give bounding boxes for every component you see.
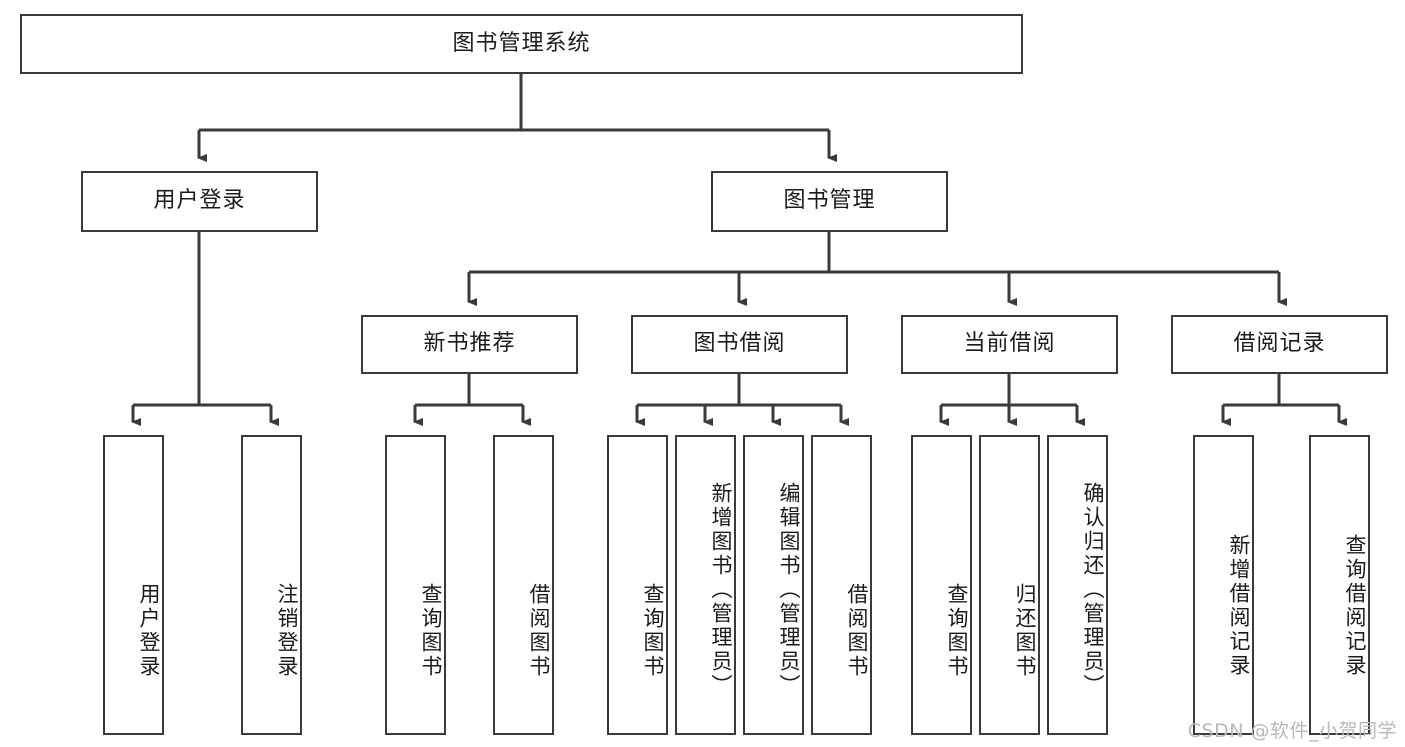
node-leaf-add-book-label: 新增图书（管理员） [709,482,733,698]
node-borrow-record[interactable]: 借阅记录 [1171,315,1388,374]
node-new-book-recommend-label: 新书推荐 [423,331,516,357]
node-leaf-add-borrow-record[interactable]: 新增借阅记录 [1193,435,1254,735]
node-leaf-user-login-label: 用户登录 [137,583,161,679]
node-user-login[interactable]: 用户登录 [81,171,318,232]
node-leaf-return-book-label: 归还图书 [1013,583,1037,679]
node-new-book-recommend[interactable]: 新书推荐 [361,315,578,374]
node-book-borrow[interactable]: 图书借阅 [631,315,848,374]
node-leaf-logout-login[interactable]: 注销登录 [241,435,302,735]
node-leaf-query-book-1[interactable]: 查询图书 [385,435,446,735]
node-leaf-query-borrow-record[interactable]: 查询借阅记录 [1309,435,1370,735]
node-borrow-record-label: 借阅记录 [1233,331,1326,357]
node-leaf-query-borrow-record-label: 查询借阅记录 [1343,534,1367,678]
node-leaf-query-book-2-label: 查询图书 [641,583,665,679]
node-leaf-borrow-book-1[interactable]: 借阅图书 [493,435,554,735]
node-leaf-add-borrow-record-label: 新增借阅记录 [1227,534,1251,678]
node-leaf-query-book-2[interactable]: 查询图书 [607,435,668,735]
node-leaf-borrow-book-2-label: 借阅图书 [845,583,869,679]
node-book-borrow-label: 图书借阅 [693,331,786,357]
node-leaf-add-book[interactable]: 新增图书（管理员） [675,435,736,735]
node-root[interactable]: 图书管理系统 [20,14,1023,74]
node-leaf-return-book[interactable]: 归还图书 [979,435,1040,735]
node-root-label: 图书管理系统 [452,30,591,56]
node-leaf-edit-book[interactable]: 编辑图书（管理员） [743,435,804,735]
node-current-borrow-label: 当前借阅 [963,331,1056,357]
node-leaf-query-book-3-label: 查询图书 [945,583,969,679]
node-book-management[interactable]: 图书管理 [711,171,948,232]
node-leaf-query-book-3[interactable]: 查询图书 [911,435,972,735]
node-leaf-borrow-book-2[interactable]: 借阅图书 [811,435,872,735]
node-leaf-confirm-return[interactable]: 确认归还（管理员） [1047,435,1108,735]
node-leaf-query-book-1-label: 查询图书 [419,583,443,679]
node-leaf-borrow-book-1-label: 借阅图书 [527,583,551,679]
node-leaf-confirm-return-label: 确认归还（管理员） [1081,482,1105,698]
node-book-management-label: 图书管理 [783,188,876,214]
node-leaf-user-login[interactable]: 用户登录 [103,435,164,735]
node-user-login-label: 用户登录 [153,188,246,214]
node-leaf-edit-book-label: 编辑图书（管理员） [777,482,801,698]
node-current-borrow[interactable]: 当前借阅 [901,315,1118,374]
node-leaf-logout-login-label: 注销登录 [275,583,299,679]
